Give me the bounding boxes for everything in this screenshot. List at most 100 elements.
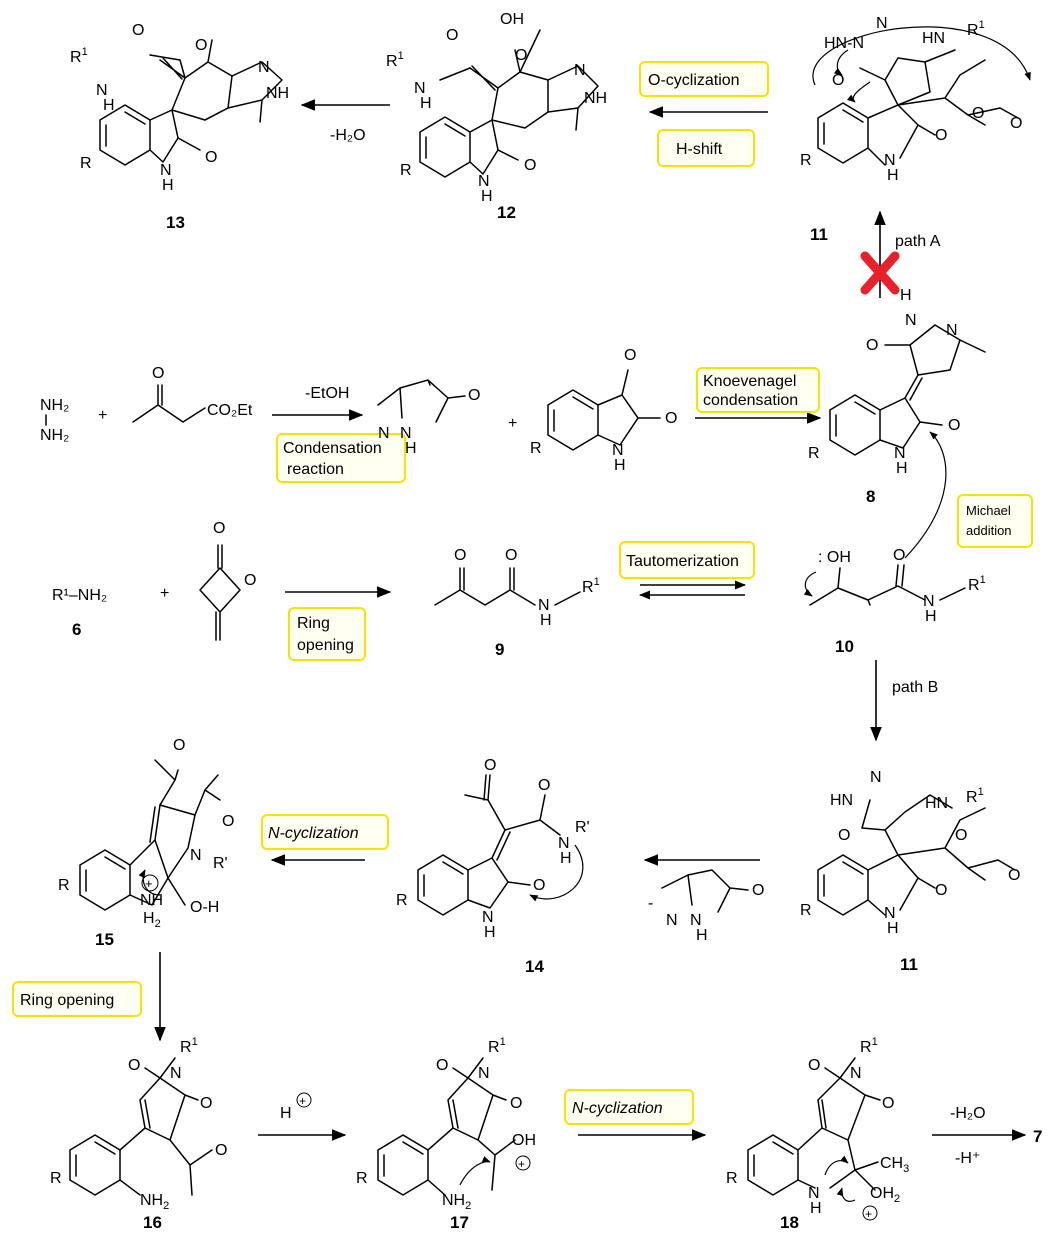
final-proton-label: -H⁺ — [955, 1150, 980, 1167]
compound-11-top — [817, 49, 1019, 166]
n-label: N — [478, 173, 490, 190]
n-label: N — [894, 445, 906, 462]
n-label: N — [884, 152, 896, 169]
h-label: H — [484, 924, 496, 941]
n-cyclization-label: N-cyclization — [572, 1100, 663, 1117]
n-label: N — [190, 847, 202, 864]
r-label: R — [726, 1170, 738, 1187]
o-label: O — [752, 882, 764, 899]
o-cyclization-box — [639, 61, 769, 97]
h-label: H — [614, 457, 626, 474]
plus-sign: + — [518, 1157, 525, 1171]
pyrazolone-anion — [661, 869, 749, 913]
n-cyclization-box — [261, 814, 389, 850]
michael-label-2: addition — [966, 523, 1012, 538]
o-label: O — [935, 127, 947, 144]
h-label: H — [420, 95, 432, 112]
r-label: R — [58, 877, 70, 894]
compound-17 — [377, 1057, 516, 1196]
o-label: O — [866, 337, 878, 354]
compound-13-number: 13 — [166, 213, 185, 232]
compound-16 — [69, 1057, 213, 1196]
compound-12 — [419, 29, 599, 178]
amine-label: R¹–NH₂ — [52, 587, 107, 604]
h-label: H — [103, 97, 115, 114]
n-label: N — [258, 59, 270, 76]
o-label: O — [948, 417, 960, 434]
oh-label: OH — [512, 1132, 536, 1149]
compound-11-bottom — [817, 794, 1016, 916]
n-cyclization-label: N-cyclization — [268, 825, 359, 842]
electron-curly-arrow — [836, 1187, 856, 1202]
o-label: O — [436, 1057, 448, 1074]
compound-8-number: 8 — [866, 487, 875, 506]
r-label: R — [356, 1170, 368, 1187]
nh-label: N — [96, 82, 108, 99]
o-label: O — [446, 27, 458, 44]
condensation-label-1: Condensation — [283, 440, 382, 457]
o-label: O — [484, 757, 496, 774]
plus-sign: + — [145, 876, 153, 891]
nh-label: NH — [266, 85, 289, 102]
o-label: O — [893, 547, 905, 564]
r1-label: R1 — [70, 46, 88, 66]
r-label: R — [808, 445, 820, 462]
o-label: O — [882, 1095, 894, 1112]
h-label: H — [887, 920, 899, 937]
electron-curly-arrow — [824, 1155, 849, 1176]
hn-r1-label: HN — [922, 30, 945, 47]
h-label: H — [481, 188, 493, 205]
o-label: O — [128, 1057, 140, 1074]
tautomerization-box — [619, 541, 755, 579]
o-label: O — [524, 157, 536, 174]
oh-label: O-H — [190, 899, 219, 916]
o-label: O — [538, 777, 550, 794]
hn-label: HN — [830, 792, 853, 809]
knoevenagel-label-1: Knoevenagel — [703, 373, 796, 390]
o-label: O — [454, 547, 466, 564]
isatin — [547, 369, 661, 451]
n-label: N — [870, 769, 882, 786]
o-label: O — [808, 1057, 820, 1074]
r1-label: R1 — [488, 1036, 506, 1056]
r-label: R — [530, 440, 542, 457]
o-label: O — [515, 47, 527, 64]
minus-water-label: -H₂O — [330, 127, 366, 144]
r1-label: R1 — [180, 1036, 198, 1056]
r1-label: R1 — [860, 1036, 878, 1056]
compound-10-number: 10 — [835, 637, 854, 656]
hydrazine-nh2-top: NH₂ — [40, 397, 69, 414]
n-label: N — [170, 1065, 182, 1082]
h-label: H — [560, 850, 572, 867]
hn-r1-label: HN — [925, 795, 948, 812]
o-label: O — [1008, 867, 1020, 884]
nh2-label: NH2 — [442, 1192, 471, 1212]
tautomerization-label: Tautomerization — [626, 553, 739, 570]
electron-curly-arrow — [459, 1156, 491, 1186]
n-label: N — [478, 1065, 490, 1082]
o-label: O — [132, 22, 144, 39]
condensation-label-2: reaction — [287, 461, 344, 478]
compound-18 — [747, 1057, 881, 1196]
o-cyclization-label: O-cyclization — [648, 72, 740, 89]
n-label: N — [574, 62, 586, 79]
h-shift-box — [657, 129, 755, 167]
positive-charge-icon — [515, 1155, 531, 1171]
o-label: O — [533, 877, 545, 894]
michael-box — [957, 494, 1033, 548]
o-label: O — [955, 827, 967, 844]
ethyl-acetoacetate — [132, 384, 206, 423]
o-label: O — [215, 1142, 227, 1159]
o-label: O — [244, 572, 256, 589]
r-label: R — [50, 1170, 62, 1187]
n-label: N — [808, 1185, 820, 1202]
n-label: N — [923, 593, 935, 610]
o-label: O — [935, 882, 947, 899]
o-label: O — [665, 410, 677, 427]
r1-label: R1 — [582, 576, 600, 596]
electron-curly-arrow — [138, 869, 161, 896]
o-label: O — [832, 72, 844, 89]
h-label: H — [925, 608, 937, 625]
n-label: N — [558, 835, 570, 852]
